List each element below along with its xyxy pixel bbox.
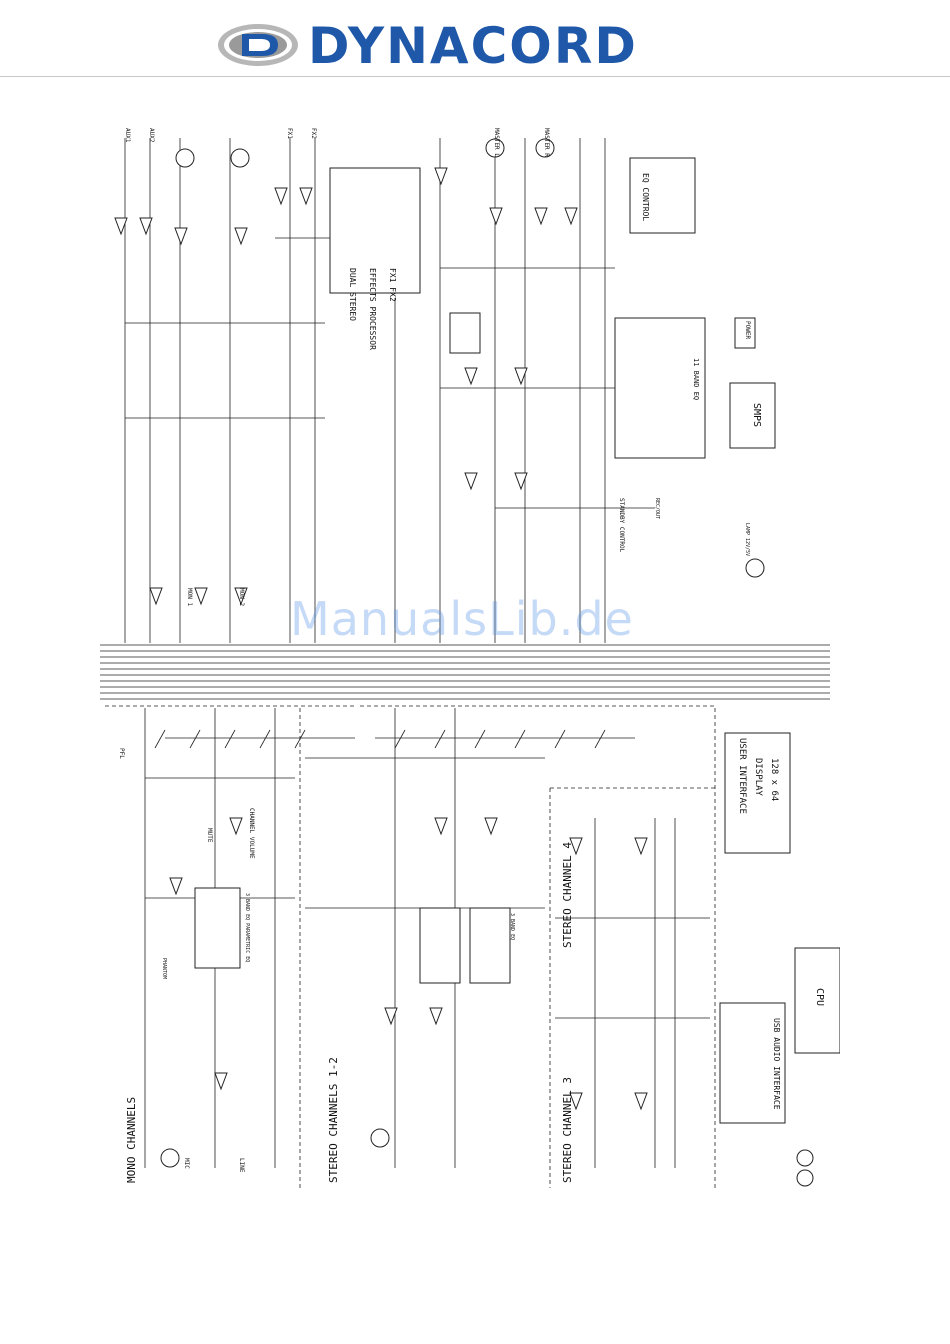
header-divider <box>0 76 950 77</box>
label-3-band-eq: 3 BAND EQ <box>509 913 515 941</box>
user-interface-label-3: 128 x 64 <box>769 758 779 802</box>
section-stereo-12: STEREO CHANNELS 1-2 <box>327 1057 340 1183</box>
usb-audio-label: USB AUDIO INTERFACE <box>772 1018 781 1110</box>
label-aux1: AUX1 <box>124 128 131 143</box>
header: DYNACORD <box>0 0 950 76</box>
effects-label-2: EFFECTS PROCESSOR <box>368 268 377 350</box>
label-channel-volume: CHANNEL VOLUME <box>248 808 255 859</box>
cpu-block <box>794 947 841 1054</box>
eq-stereo-block-a <box>419 907 461 984</box>
effects-label-1: DUAL STEREO <box>348 268 357 321</box>
label-fx2: FX2 <box>310 128 317 139</box>
meter-block <box>449 312 481 354</box>
label-mon2: MON 2 <box>238 588 245 607</box>
eq11-label: 11 BAND EQ <box>692 358 700 401</box>
section-stereo-3: STEREO CHANNEL 3 <box>561 1077 574 1183</box>
label-standby: STANDBY CONTROL <box>618 498 625 553</box>
label-aux2: AUX2 <box>148 128 155 143</box>
param-eq-mono-block <box>194 887 241 969</box>
eq-control-block <box>629 157 696 234</box>
dynacord-emblem-icon <box>218 24 298 66</box>
effects-label-3: FX1 FX2 <box>388 268 397 302</box>
brand-name: DYNACORD <box>308 17 638 75</box>
label-mic: MIC <box>183 1158 190 1169</box>
section-mono-channels: MONO CHANNELS <box>125 1096 138 1183</box>
label-line: LINE <box>238 1158 245 1173</box>
label-master-r: MASTER R <box>543 128 550 157</box>
schematic-lines <box>100 138 841 1188</box>
section-stereo-4: STEREO CHANNEL 4 <box>561 842 574 948</box>
user-interface-label-2: DISPLAY <box>753 758 763 796</box>
label-phantom: PHANTOM <box>161 958 167 980</box>
user-interface-label-1: USER INTERFACE <box>737 738 747 814</box>
smps-block <box>729 382 776 449</box>
brand-logo: DYNACORD <box>216 17 736 75</box>
usb-audio-block <box>719 1002 786 1124</box>
label-pfl: PFL <box>118 748 125 759</box>
watermark: ManualsLib.de <box>290 592 634 646</box>
label-lamp: LAMP 12V/5V <box>744 523 750 557</box>
effects-processor-block <box>329 167 421 294</box>
smps-label: SMPS <box>751 403 762 428</box>
eq-11-band-block <box>614 317 706 459</box>
label-master-l: MASTER L <box>493 128 500 157</box>
cpu-label: CPU <box>814 988 825 1007</box>
label-mon1: MON 1 <box>186 588 193 607</box>
block-diagram: MONO CHANNELS STEREO CHANNELS 1-2 STEREO… <box>95 118 841 1193</box>
power-label: POWER <box>744 321 751 340</box>
eq-stereo-block-b <box>469 907 511 984</box>
label-mute: MUTE <box>206 828 213 843</box>
label-rec-out: REC/OUT <box>654 498 660 520</box>
label-fx1: FX1 <box>286 128 293 139</box>
eq-control-label: EQ CONTROL <box>641 173 650 222</box>
power-block <box>734 317 756 349</box>
user-interface-block <box>724 732 791 854</box>
label-param-eq: 3 BAND EQ PARAMETRIC EQ <box>244 893 250 963</box>
